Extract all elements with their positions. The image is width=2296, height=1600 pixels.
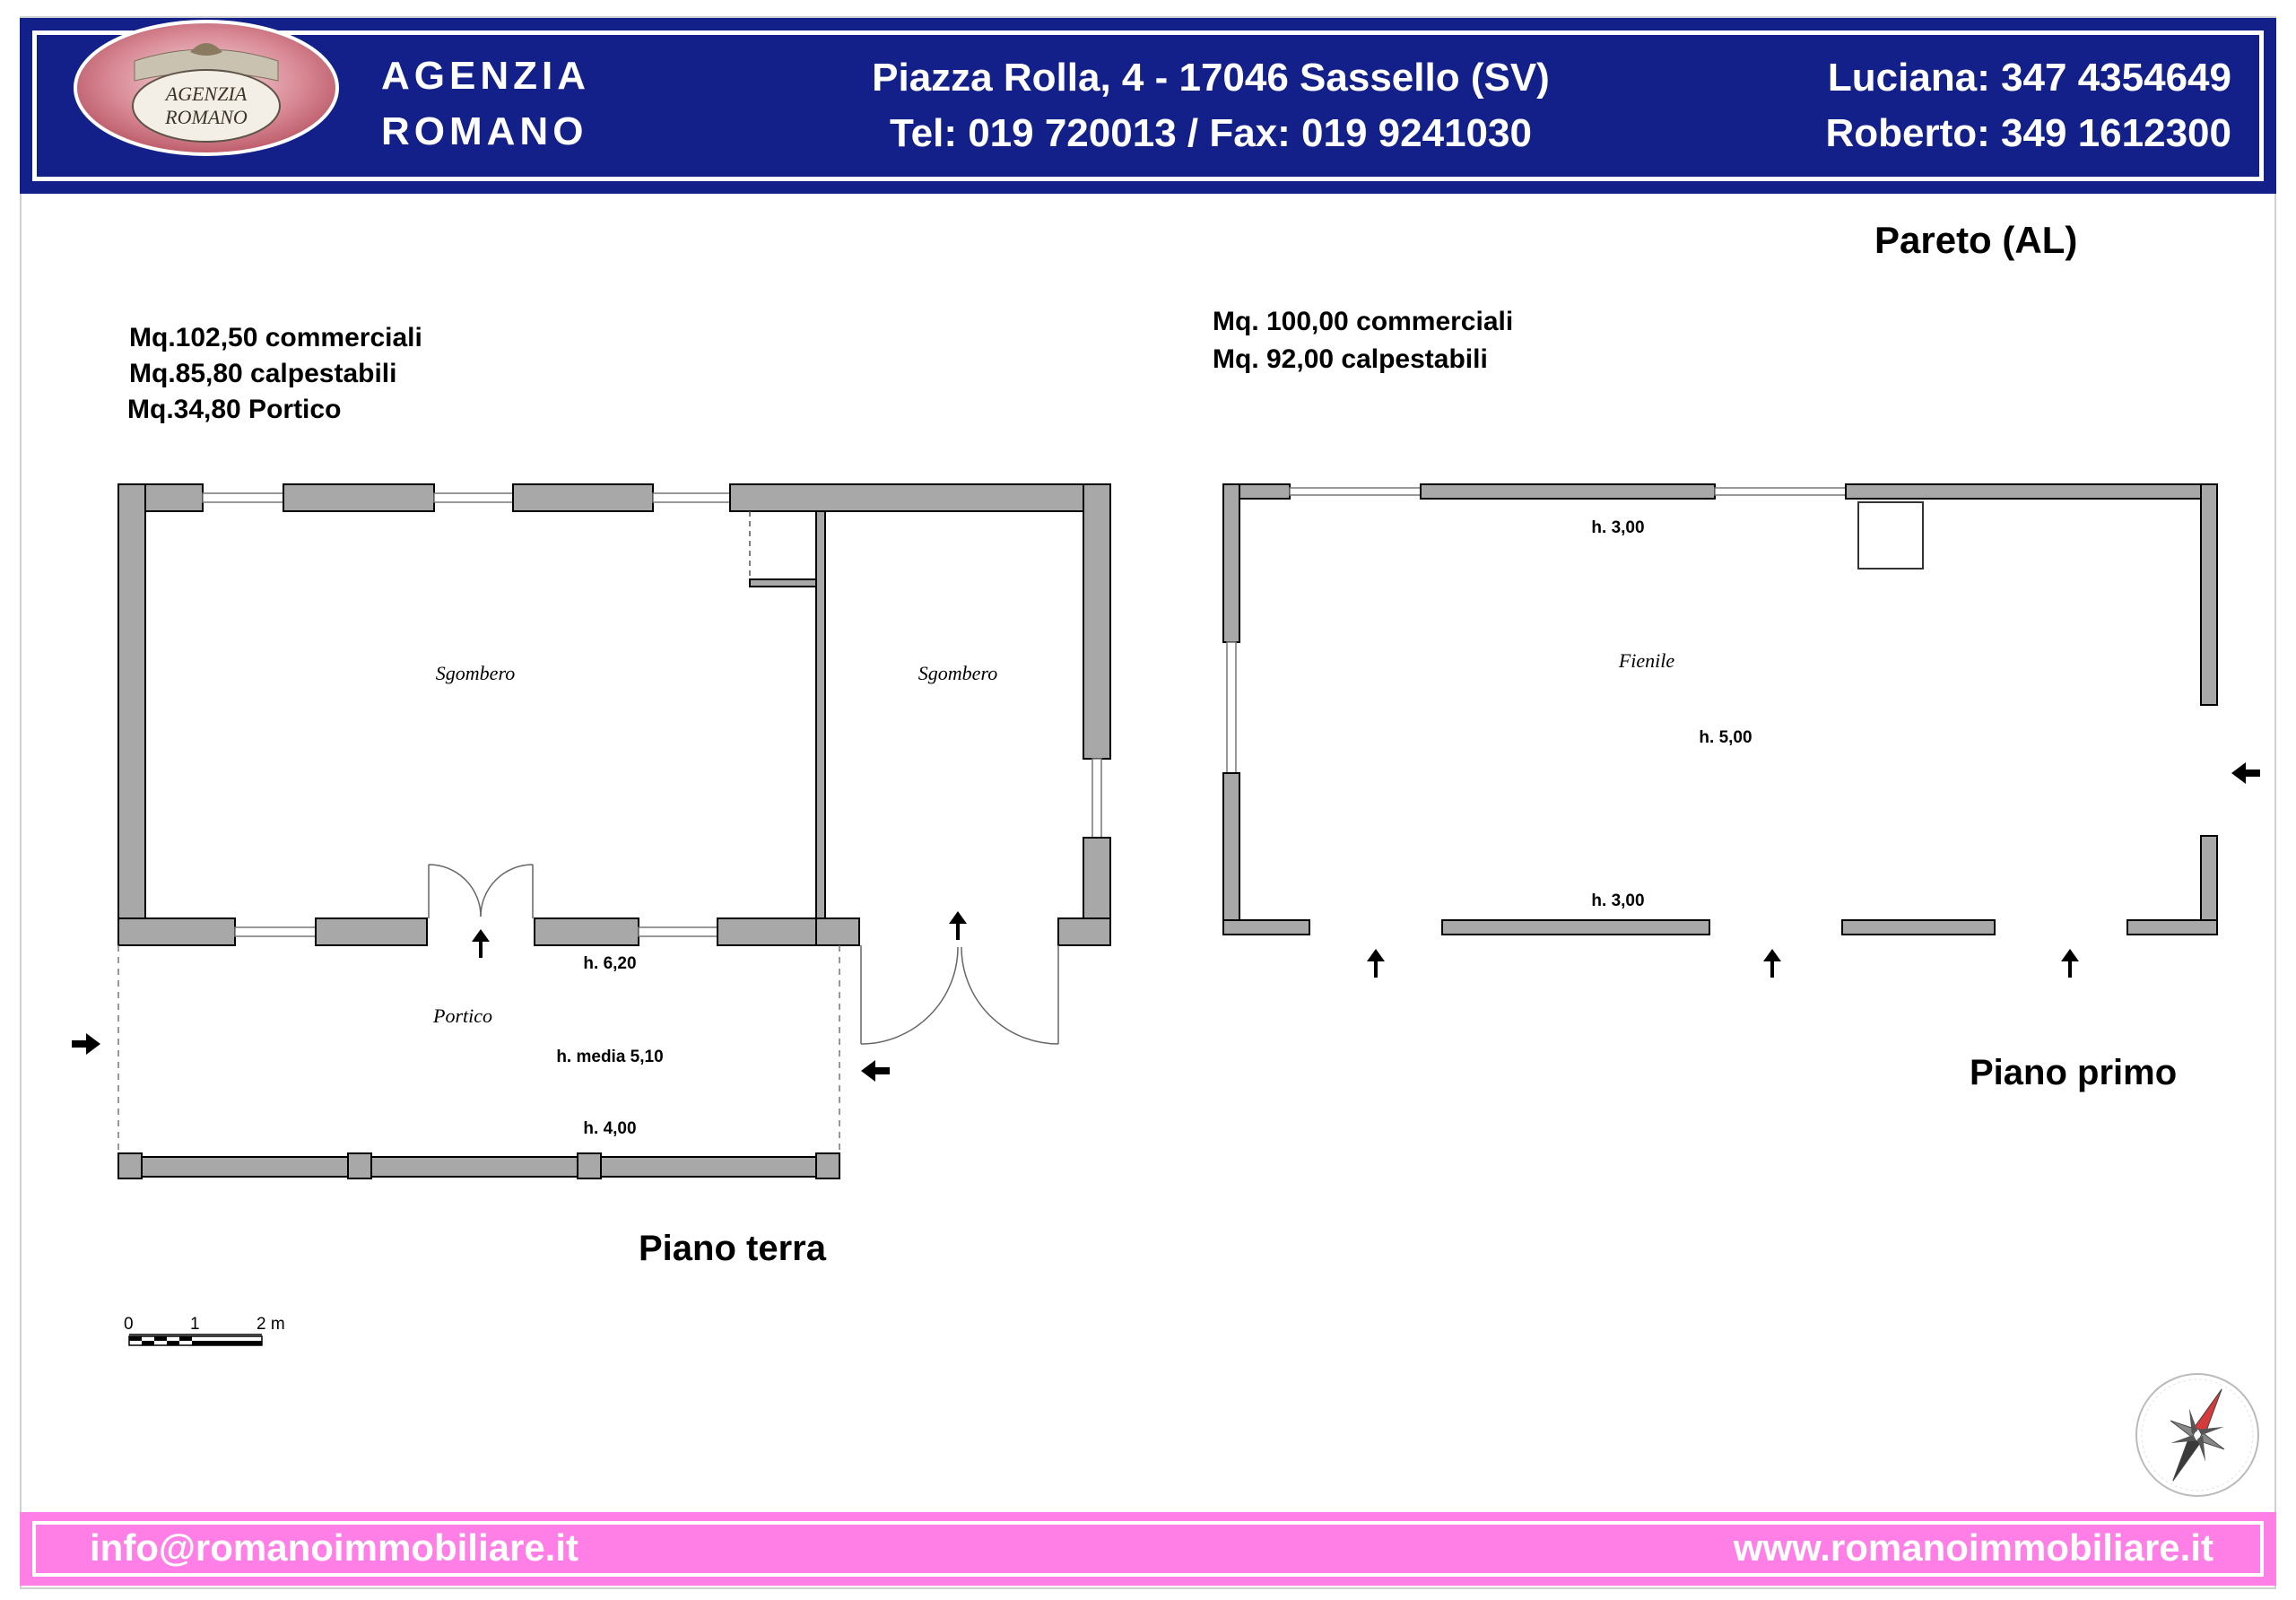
window (1714, 487, 1847, 496)
entrance-arrow-icon (1763, 949, 1781, 978)
wall (283, 483, 435, 512)
entrance-arrow-icon (72, 1033, 100, 1055)
piano-primo-title: Piano primo (1970, 1053, 2178, 1092)
wall (315, 917, 428, 946)
wall (117, 1156, 840, 1178)
height-top: h. 3,00 (1591, 518, 1644, 537)
wall (1222, 772, 1240, 935)
logo-text-1: AGENZIA (164, 83, 248, 105)
pillar (577, 1152, 602, 1179)
wall (815, 917, 860, 946)
wall (815, 510, 826, 919)
wall (1083, 483, 1111, 760)
wall (1420, 483, 1716, 500)
wall (729, 483, 1111, 512)
height-portico-edge: h. 4,00 (583, 1119, 636, 1138)
agency-name-line1: AGENZIA (381, 54, 590, 98)
entrance-arrow-icon (2231, 762, 2260, 784)
contact-roberto: Roberto: 349 1612300 (1825, 111, 2231, 155)
plan-piano-primo: Fienile h. 3,00 h. 5,00 h. 3,00 (1222, 483, 2260, 978)
agency-phone-fax: Tel: 019 720013 / Fax: 019 9241030 (890, 111, 1532, 155)
wall (2126, 919, 2218, 935)
terra-area-commerciali: Mq.102,50 commerciali (129, 323, 422, 352)
window (433, 492, 514, 503)
agency-name-line2: ROMANO (381, 109, 588, 153)
wall (117, 483, 146, 946)
trapdoor (1857, 501, 1924, 570)
wall (117, 917, 236, 946)
footer-email-link[interactable]: info@romanoimmobiliare.it (90, 1526, 578, 1569)
header-band (20, 18, 2276, 194)
footer-band: info@romanoimmobiliare.it www.romanoimmo… (20, 1512, 2276, 1586)
wall (1441, 919, 1710, 935)
pillar (815, 1152, 840, 1179)
entrance-arrow-icon (861, 1060, 890, 1082)
location-title: Pareto (AL) (1874, 219, 2078, 261)
contact-luciana: Luciana: 347 4354649 (1827, 56, 2231, 100)
window (1091, 758, 1102, 839)
height-portico-media: h. media 5,10 (556, 1048, 663, 1066)
room-label-sgombero-left: Sgombero (436, 662, 515, 684)
room-label-portico: Portico (432, 1004, 492, 1027)
window (1289, 487, 1422, 496)
entrance-arrow-icon (2061, 949, 2079, 978)
window (234, 926, 317, 937)
wall (1222, 919, 1310, 935)
wall (2200, 483, 2218, 706)
room-label-sgombero-right: Sgombero (918, 662, 997, 684)
agency-address: Piazza Rolla, 4 - 17046 Sassello (SV) (872, 56, 1550, 100)
piano-terra-title: Piano terra (639, 1229, 826, 1268)
wall (749, 578, 817, 587)
entrance-arrow-icon (1367, 949, 1385, 978)
scale-tick-1: 1 (190, 1315, 200, 1334)
window (652, 492, 731, 503)
height-center: h. 5,00 (1699, 728, 1752, 747)
compass-rose-icon (2135, 1373, 2259, 1497)
window (1226, 641, 1237, 774)
wall (1222, 483, 1240, 643)
wall (534, 917, 639, 946)
page-frame (20, 16, 2276, 1589)
header-border (32, 30, 2264, 181)
scale-tick-2: 2 m (257, 1315, 285, 1334)
terra-area-calpestabili: Mq.85,80 calpestabili (129, 359, 397, 388)
terra-area-portico: Mq.34,80 Portico (127, 395, 342, 424)
plan-piano-terra: Sgombero Sgombero Portico h. 6,20 h. med… (72, 483, 1111, 1179)
wall (1057, 917, 1111, 946)
window (638, 926, 718, 937)
wall (1845, 483, 2218, 500)
height-main: h. 6,20 (583, 954, 636, 973)
agency-logo: AGENZIA ROMANO (74, 20, 339, 156)
primo-area-calpestabili: Mq. 92,00 calpestabili (1213, 344, 1488, 374)
window (202, 492, 284, 503)
entrance-arrow-icon (949, 911, 967, 940)
primo-area-commerciali: Mq. 100,00 commerciali (1213, 307, 1514, 336)
scale-bar: 0 1 2 m (124, 1315, 285, 1346)
wall (512, 483, 654, 512)
logo-text-2: ROMANO (164, 106, 248, 128)
scale-tick-0: 0 (124, 1315, 134, 1334)
height-bottom: h. 3,00 (1591, 891, 1644, 910)
pillar (117, 1152, 143, 1179)
entrance-arrow-icon (472, 929, 490, 958)
footer-website-link[interactable]: www.romanoimmobiliare.it (1733, 1526, 2213, 1569)
room-label-fienile: Fienile (1618, 649, 1675, 672)
pillar (347, 1152, 372, 1179)
wall (1841, 919, 1996, 935)
footer-border (32, 1521, 2264, 1577)
